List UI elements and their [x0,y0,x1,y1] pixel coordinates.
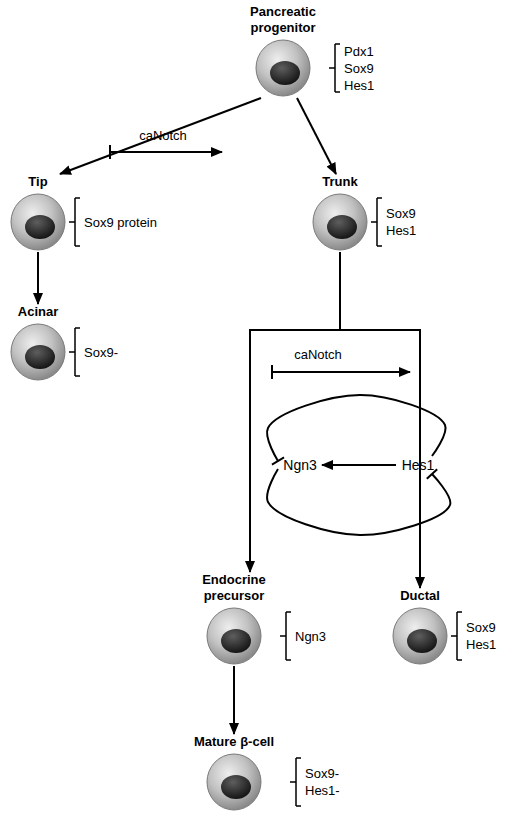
inhibition-edge [267,469,450,535]
cell-graphic [179,752,289,812]
cell-body [313,194,367,250]
marker-bracket [328,43,342,93]
canotch-switch [110,145,222,159]
inhibition-bar [271,365,273,379]
marker-list: Sox9 protein [84,214,157,231]
cell-body [11,324,65,380]
gene-node: Ngn3 [278,456,322,474]
cell-title: Trunk [310,174,370,190]
gene-marker: Ngn3 [295,628,326,645]
cell-graphic [238,38,328,98]
cell-nucleus [25,345,55,369]
gene-name: Hes1 [396,456,440,474]
gene-name: Ngn3 [278,456,322,474]
inhibition-bar [272,457,284,464]
switch-line [110,151,222,153]
cell-graphic [189,606,279,666]
canotch-switch [272,365,410,379]
bracket-line [69,328,80,376]
cell-title: Endocrine precursor [189,572,279,604]
cell-body [11,194,65,250]
marker-bracket [68,197,82,247]
cell-title: Tip [8,174,68,190]
bracket-line [280,612,291,660]
bracket-line [371,198,382,246]
cell-title: Mature β-cell [179,734,289,750]
cell-nucleus [25,215,55,239]
gene-marker: Hes1- [305,782,340,799]
bracket-line [329,44,340,92]
marker-list: Ngn3 [295,628,326,645]
gene-marker: Sox9 [344,60,374,77]
cell-nucleus [270,61,300,85]
gene-node: Hes1 [396,456,440,474]
arrow-edge [37,252,39,304]
marker-list: Sox9Hes1 [386,205,416,239]
gene-marker: Sox9- [305,765,340,782]
bracket-line [451,612,462,660]
gene-marker: Pdx1 [344,43,374,60]
arrow-edge [233,666,235,734]
marker-bracket [370,197,384,247]
gene-marker: Sox9 [386,205,416,222]
cell-nucleus [327,215,357,239]
edge-group [38,98,450,734]
arrow-edge [322,464,396,466]
cell-title: Pancreatic progenitor [238,4,328,36]
arrow-edge [340,252,420,588]
pathway-label: caNotch [139,128,187,144]
gene-marker: Sox9- [84,344,118,361]
switch-line [272,371,410,373]
cell-body [256,40,310,96]
cell-body [393,608,447,664]
arrow-edge [60,98,261,174]
cell-nucleus [221,775,251,799]
bracket-line [69,198,80,246]
cell-nucleus [407,629,437,653]
cell-node: TrunkSox9Hes1 [310,174,416,252]
cell-graphic [390,606,450,666]
inhibition-bar [109,145,111,159]
cell-node: AcinarSox9- [8,304,118,382]
marker-list: Pdx1Sox9Hes1 [344,43,374,94]
cell-node: Pancreatic progenitorPdx1Sox9Hes1 [238,4,374,98]
gene-marker: Hes1 [386,222,416,239]
inhibition-edge [267,395,446,461]
cell-nucleus [221,629,251,653]
bracket-line [290,758,301,806]
marker-list: Sox9- [84,344,118,361]
cell-graphic [8,322,68,382]
cell-graphic [8,192,68,252]
marker-bracket [279,611,293,661]
marker-list: Sox9-Hes1- [305,765,340,799]
cell-node: Mature β-cellSox9-Hes1- [179,734,340,812]
cell-node: Endocrine precursorNgn3 [189,572,326,666]
cell-node: TipSox9 protein [8,174,157,252]
marker-bracket [68,327,82,377]
cell-title: Ductal [390,588,450,604]
marker-list: Sox9Hes1 [466,619,496,653]
gene-marker: Hes1 [344,77,374,94]
cell-title: Acinar [8,304,68,320]
marker-bracket [289,757,303,807]
gene-marker: Sox9 [466,619,496,636]
gene-marker: Hes1 [466,636,496,653]
cell-body [207,608,261,664]
marker-bracket [450,611,464,661]
cell-body [207,754,261,810]
gene-marker: Sox9 protein [84,214,157,231]
cell-node: DuctalSox9Hes1 [390,588,496,666]
arrow-edge [250,252,340,572]
cell-graphic [310,192,370,252]
arrow-edge [297,98,336,174]
pathway-label: caNotch [294,347,342,363]
